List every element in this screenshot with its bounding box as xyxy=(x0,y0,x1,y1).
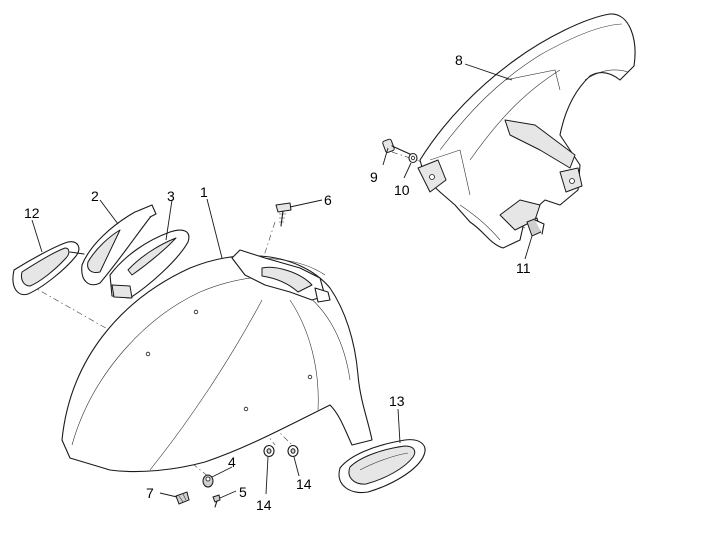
bolt-part-9 xyxy=(382,138,413,156)
push-clip-part-14-left xyxy=(263,444,275,458)
callout-14-left: 14 xyxy=(256,497,272,513)
callout-5: 5 xyxy=(239,484,247,500)
front-mudguard-part-1 xyxy=(61,249,373,473)
callout-12: 12 xyxy=(24,205,40,221)
washer-part-10 xyxy=(408,152,418,164)
callout-labels: 1 2 3 4 5 6 7 8 9 10 11 12 13 14 14 xyxy=(24,52,531,513)
callout-2: 2 xyxy=(91,188,99,204)
reflector-part-2 xyxy=(81,204,157,286)
callout-11: 11 xyxy=(516,260,531,276)
side-reflector-part-12 xyxy=(12,241,85,296)
grommet-part-4 xyxy=(202,474,214,488)
callout-9: 9 xyxy=(370,169,378,185)
push-clip-part-14-right xyxy=(287,444,299,458)
callout-8: 8 xyxy=(455,52,463,68)
rear-hugger-part-8 xyxy=(417,13,636,249)
callout-1: 1 xyxy=(200,184,208,200)
callout-6: 6 xyxy=(324,192,332,208)
reflector-housing-part-3 xyxy=(109,229,190,299)
callout-7: 7 xyxy=(146,485,154,501)
callout-3: 3 xyxy=(167,188,175,204)
callout-4: 4 xyxy=(228,454,236,470)
small-screw-part-5 xyxy=(212,494,221,508)
callout-13: 13 xyxy=(389,393,405,409)
clip-part-7 xyxy=(175,491,190,505)
callout-14-right: 14 xyxy=(296,476,312,492)
rear-reflector-part-13 xyxy=(338,439,426,494)
screw-part-6 xyxy=(275,202,292,227)
leader-lines xyxy=(31,63,533,499)
clip-nut-part-11 xyxy=(526,217,545,237)
callout-10: 10 xyxy=(394,182,410,198)
